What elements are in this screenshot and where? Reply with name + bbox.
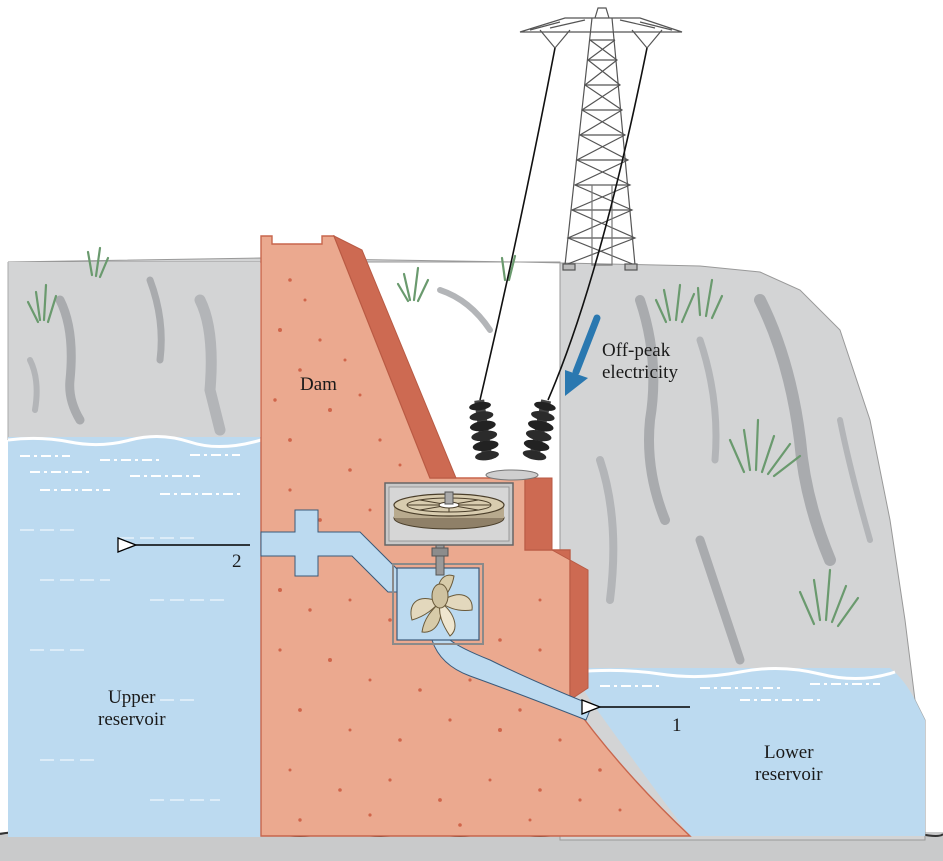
upper-reservoir-label: Upper reservoir	[98, 687, 166, 731]
dam-label: Dam	[300, 374, 337, 395]
dam-speckles	[273, 278, 622, 827]
lower-reservoir-water	[570, 666, 925, 836]
power-lines	[479, 47, 648, 401]
lower-reservoir-line1: Lower	[763, 742, 814, 763]
transmission-tower-icon	[519, 7, 683, 271]
motor-generator-icon	[384, 482, 514, 546]
state-1-label: 1	[672, 715, 682, 736]
electricity-flow-arrow	[565, 314, 601, 396]
grass-tufts	[26, 246, 860, 628]
state-2-label: 2	[232, 551, 242, 572]
off-peak-label-line1: Off-peak	[602, 340, 671, 361]
upper-reservoir-line2: reservoir	[98, 709, 166, 730]
pump-turbine-icon	[392, 534, 484, 645]
off-peak-label-line2: electricity	[602, 362, 678, 383]
upper-reservoir-water	[7, 435, 262, 837]
upper-reservoir-line1: Upper	[108, 687, 156, 708]
lower-reservoir-line2: reservoir	[755, 764, 823, 785]
lower-reservoir-label: Lower reservoir	[755, 742, 823, 786]
insulator-icon	[469, 399, 556, 481]
off-peak-electricity-label: Off-peak electricity	[602, 340, 678, 384]
